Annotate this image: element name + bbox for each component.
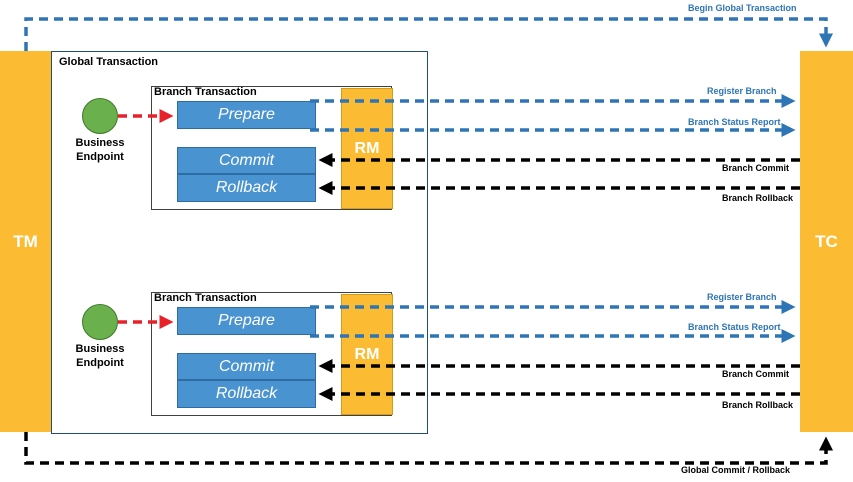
global-transaction-title: Global Transaction <box>59 56 159 68</box>
register-branch-label-1: Register Branch <box>707 86 777 96</box>
rm-box-2: RM <box>341 294 393 415</box>
global-commit-rollback-label: Global Commit / Rollback <box>681 465 791 475</box>
branch-transaction-title-2: Branch Transaction <box>154 292 257 304</box>
business-endpoint-label-1: Business Endpoint <box>75 137 125 163</box>
branch-commit-label-1: Branch Commit <box>722 163 790 173</box>
business-endpoint-circle-1 <box>82 98 118 134</box>
rollback-box-2: Rollback <box>177 380 316 408</box>
branch-status-report-label-1: Branch Status Report <box>688 117 781 127</box>
begin-global-transaction-arrow <box>24 17 833 51</box>
tc-bar: TC <box>800 51 853 432</box>
prepare-box-1: Prepare <box>177 101 316 129</box>
commit-box-1: Commit <box>177 147 316 174</box>
branch-status-report-label-2: Branch Status Report <box>688 322 781 332</box>
branch-rollback-label-2: Branch Rollback <box>722 400 794 410</box>
tm-bar: TM <box>0 51 51 432</box>
global-commit-rollback-arrow <box>24 432 833 465</box>
business-endpoint-circle-2 <box>82 304 118 340</box>
commit-box-2: Commit <box>177 353 316 380</box>
branch-commit-label-2: Branch Commit <box>722 369 790 379</box>
begin-global-transaction-label: Begin Global Transaction <box>688 3 797 13</box>
register-branch-label-2: Register Branch <box>707 292 777 302</box>
tc-label: TC <box>815 231 838 251</box>
rm-box-1: RM <box>341 88 393 209</box>
branch-rollback-label-1: Branch Rollback <box>722 193 794 203</box>
branch-transaction-title-1: Branch Transaction <box>154 86 257 98</box>
prepare-box-2: Prepare <box>177 307 316 335</box>
rollback-box-1: Rollback <box>177 174 316 202</box>
tm-label: TM <box>13 231 38 251</box>
business-endpoint-label-2: Business Endpoint <box>75 343 125 369</box>
